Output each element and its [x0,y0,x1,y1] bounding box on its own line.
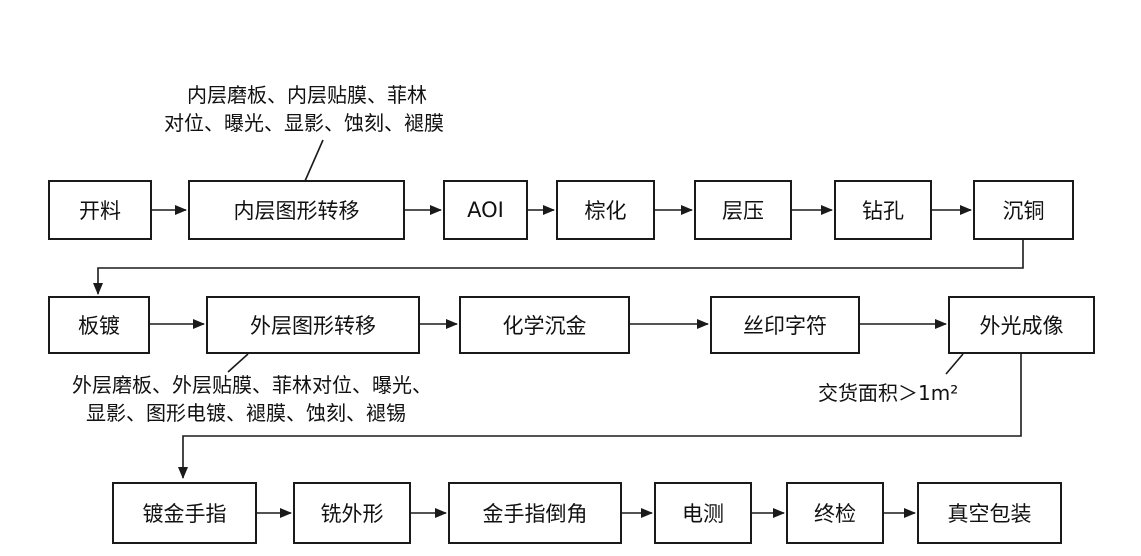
inner-note-line2: 对位、曝光、显影、蚀刻、褪膜 [164,111,444,135]
step-waiguang-chengxiang: 外光成像 [948,296,1095,354]
step-zhongjian: 终检 [786,482,884,544]
step-siyin-zifu: 丝印字符 [710,296,860,354]
step-zhenkong-baozhuang: 真空包装 [917,482,1062,544]
leader-outer-note [227,353,249,373]
area-note: 交货面积＞1m² [818,381,959,405]
step-aoi: AOI [443,180,528,240]
arrow-chentong-to-bandu [93,240,1024,295]
step-dujin-shouzhi: 镀金手指 [112,482,257,544]
step-zonghua: 棕化 [556,180,655,240]
step-kailiao: 开料 [48,180,152,240]
arrow-waiguang-to-dujin [178,354,1022,479]
outer-note-line1: 外层磨板、外层贴膜、菲林对位、曝光、 [72,373,432,397]
leader-inner-note [304,139,324,182]
step-xi-waixing: 铣外形 [293,482,411,544]
step-huaxue-chenjin: 化学沉金 [459,296,630,354]
step-jinshouzhi-daojiao: 金手指倒角 [448,482,622,544]
step-zuankong: 钻孔 [834,180,932,240]
step-outer-pattern-transfer: 外层图形转移 [206,296,420,354]
step-cengya: 层压 [694,180,792,240]
step-dianche: 电测 [654,482,752,544]
step-inner-pattern-transfer: 内层图形转移 [188,180,405,240]
inner-note-line1: 内层磨板、内层贴膜、菲林 [187,83,427,107]
step-bandu: 板镀 [48,296,150,354]
outer-note-line2: 显影、图形电镀、褪膜、蚀刻、褪锡 [86,401,406,425]
step-chentong: 沉铜 [973,180,1074,240]
leader-area-note [945,353,964,375]
